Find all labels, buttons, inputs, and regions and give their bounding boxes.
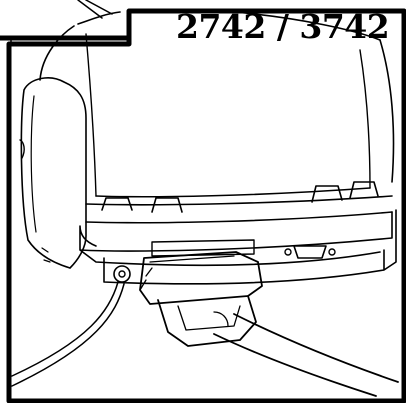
front-ridge: [85, 195, 393, 224]
rear-panel: [79, 211, 393, 266]
power-jack-icon: [113, 265, 131, 283]
parallel-slot: [151, 239, 255, 257]
side-knob: [19, 139, 25, 159]
printer-body-left-inner: [30, 95, 37, 233]
feet-right: [311, 181, 379, 203]
rear-panel-lower: [103, 209, 397, 285]
model-number-label: 2742 / 3742: [176, 7, 390, 46]
serial-port-icon: [284, 245, 336, 259]
parallel-connector-plug: [139, 251, 263, 347]
printer-cover-edge: [95, 187, 371, 198]
side-small-detail: [41, 247, 51, 263]
feet-left: [101, 197, 183, 213]
frame-border: [6, 8, 406, 403]
power-cord: [11, 281, 125, 387]
cable-top-strands: [77, 0, 113, 19]
printer-cover-inner: [85, 33, 371, 197]
parallel-cable: [213, 313, 399, 397]
printer-cover: [39, 11, 395, 183]
